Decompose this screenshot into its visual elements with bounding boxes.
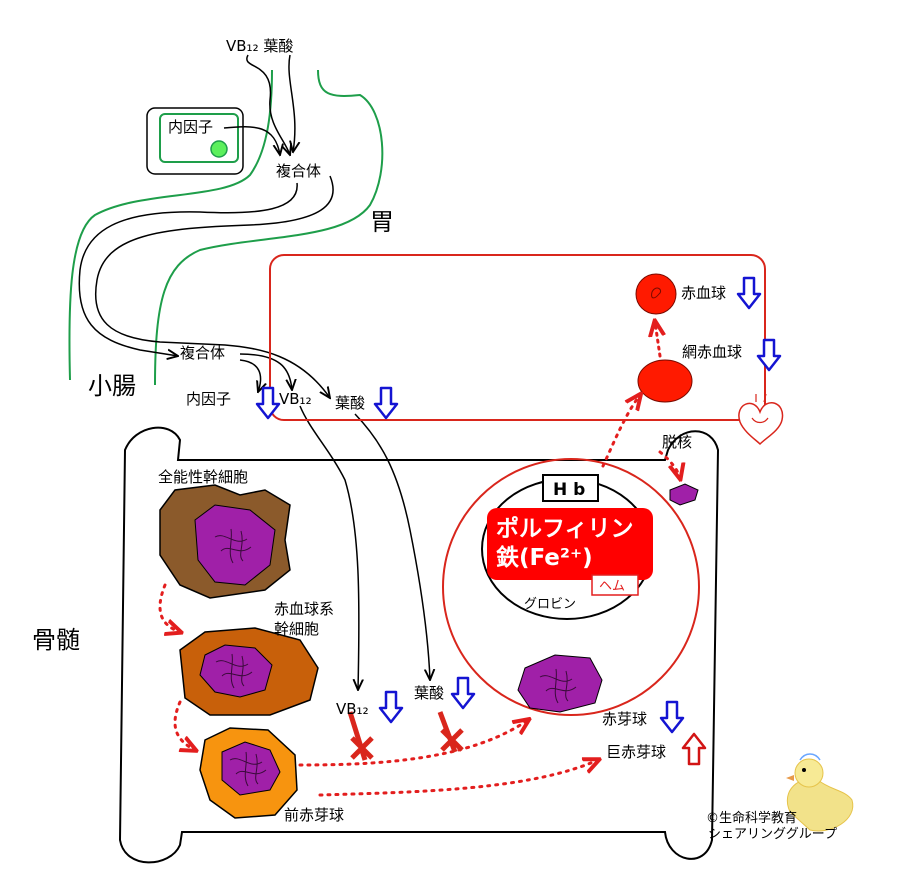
vb12-marrow-label: VB₁₂ <box>336 700 369 718</box>
chick-mascot-icon <box>786 753 854 832</box>
stomach-outline <box>68 69 273 381</box>
erythroblast-nucleus <box>517 654 603 713</box>
heme-box <box>591 574 639 596</box>
megaloblast-up-arrow <box>681 732 707 766</box>
rbc-down-arrow <box>736 276 762 310</box>
globin-label: グロビン <box>524 597 576 612</box>
vb12-block-mark <box>347 711 374 761</box>
small-intestine-label: 小腸 <box>88 372 136 400</box>
heme-label: ヘム <box>599 579 625 594</box>
erythroblast-down-arrow <box>659 700 685 734</box>
intrinsic-factor-down-arrow <box>255 386 281 420</box>
vb12-intestine-label: VB₁₂ <box>279 390 312 408</box>
iron-label: 鉄(Fe²⁺) <box>496 544 593 571</box>
porphyrin-label: ポルフィリン <box>496 515 634 542</box>
erythroid-stem-cell-label-1: 赤血球系 <box>274 600 334 618</box>
stomach-label: 胃 <box>370 208 394 236</box>
complex-stomach-label: 複合体 <box>276 162 321 180</box>
erythroblast-label: 赤芽球 <box>602 710 647 728</box>
hb-label-box <box>542 474 599 502</box>
reticulocyte-label: 網赤血球 <box>682 343 742 361</box>
intrinsic-factor-intestine-label: 内因子 <box>186 390 231 408</box>
totipotent-stem-cell-label: 全能性幹細胞 <box>158 468 248 486</box>
erythroblast-cell <box>442 458 700 716</box>
folate-marrow-down-arrow <box>450 676 476 710</box>
proerythroblast-label: 前赤芽球 <box>284 806 344 824</box>
stomach-outline-inner <box>154 69 384 386</box>
porphyrin-box <box>487 508 653 580</box>
folate-marrow-label: 葉酸 <box>414 684 444 702</box>
extruded-nucleus <box>669 483 699 506</box>
complex-intestine-label: 複合体 <box>180 344 225 362</box>
reticulocyte <box>637 359 693 403</box>
reticulocyte-down-arrow <box>756 338 782 372</box>
blood-compartment <box>269 254 766 421</box>
vb12-folate-top-label: VB₁₂ 葉酸 <box>226 37 293 55</box>
vb12-marrow-down-arrow <box>378 690 404 724</box>
bone-marrow-label: 骨髄 <box>32 626 80 654</box>
hb-label: H b <box>553 480 585 500</box>
folate-intestine-label: 葉酸 <box>335 394 365 412</box>
rbc-label: 赤血球 <box>681 284 726 302</box>
intrinsic-factor-granule <box>210 140 228 158</box>
red-blood-cell <box>635 273 677 315</box>
bone-marrow-compartment <box>118 426 720 864</box>
credit-line-1: ©生命科学教育 <box>706 810 797 826</box>
credit-line-2: シェアリンググループ <box>708 827 837 842</box>
heart-icon <box>738 393 784 446</box>
enucleation-label: 脱核 <box>662 433 692 451</box>
stem-cell-nucleus <box>194 504 276 586</box>
erythroid-stem-cell-label-2: 幹細胞 <box>274 620 319 638</box>
megaloblast-label: 巨赤芽球 <box>606 743 666 761</box>
folate-intestine-down-arrow <box>373 386 399 420</box>
folate-block-mark <box>437 711 464 753</box>
intrinsic-factor-stomach-label: 内因子 <box>168 118 213 136</box>
